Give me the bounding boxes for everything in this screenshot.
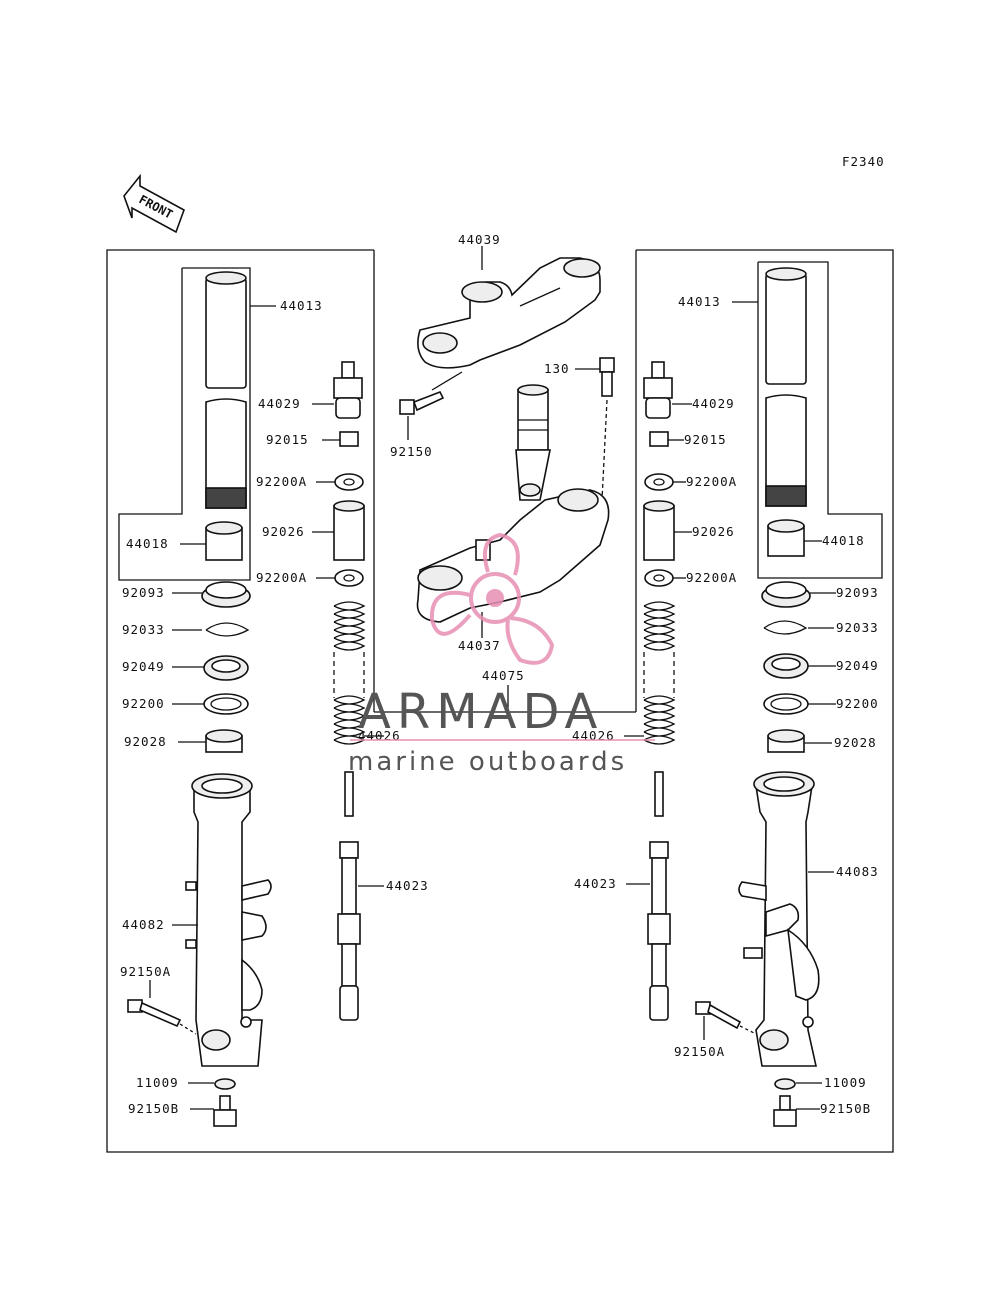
- label-right-92015: 92015: [684, 432, 727, 447]
- label-right-44013: 44013: [678, 294, 721, 309]
- label-right-44083: 44083: [836, 864, 879, 879]
- right-guide-bushing: [767, 519, 805, 557]
- left-bushing: [205, 729, 243, 753]
- label-44039: 44039: [458, 232, 501, 247]
- right-washer: [763, 693, 809, 715]
- label-left-44018: 44018: [126, 536, 169, 551]
- upper-bracket: [417, 257, 601, 369]
- label-left-92200: 92200: [122, 696, 165, 711]
- bolt-130: [599, 357, 615, 397]
- left-collar-upper: [334, 473, 364, 491]
- label-130: 130: [544, 361, 570, 376]
- stem-bracket: [416, 384, 610, 623]
- label-left-92033: 92033: [122, 622, 165, 637]
- left-spring: [333, 601, 366, 745]
- left-inner-tube-frame: [118, 267, 251, 581]
- label-left-44013: 44013: [280, 298, 323, 313]
- left-dust-seal: [201, 581, 251, 608]
- label-left-92028: 92028: [124, 734, 167, 749]
- right-oil-seal: [763, 653, 809, 679]
- label-right-92200a-upper: 92200A: [686, 474, 737, 489]
- label-left-92015: 92015: [266, 432, 309, 447]
- label-right-92150a: 92150A: [674, 1044, 725, 1059]
- label-right-92028: 92028: [834, 735, 877, 750]
- watermark-logo-icon: [429, 532, 555, 665]
- left-inner-tube: [205, 271, 247, 509]
- left-axle-bolt: [127, 999, 182, 1028]
- watermark-brand: ARMADA: [358, 684, 603, 740]
- left-guide-bushing: [205, 521, 243, 561]
- label-left-92049: 92049: [122, 659, 165, 674]
- label-left-44082: 44082: [122, 917, 165, 932]
- label-left-92150b: 92150B: [128, 1101, 179, 1116]
- right-circlip: [763, 620, 808, 635]
- right-outer-tube: [738, 771, 820, 1067]
- label-right-92026: 92026: [692, 524, 735, 539]
- label-right-92033: 92033: [836, 620, 879, 635]
- label-right-92150b: 92150B: [820, 1101, 871, 1116]
- label-92150: 92150: [390, 444, 433, 459]
- left-collar-lower: [334, 569, 364, 587]
- label-right-44029: 44029: [692, 396, 735, 411]
- label-left-11009: 11009: [136, 1075, 179, 1090]
- right-collar-upper: [644, 473, 674, 491]
- label-right-44018: 44018: [822, 533, 865, 548]
- label-left-92200a-upper: 92200A: [256, 474, 307, 489]
- label-right-44023: 44023: [574, 876, 617, 891]
- label-left-44029: 44029: [258, 396, 301, 411]
- label-44075: 44075: [482, 668, 525, 683]
- label-right-92200a-lower: 92200A: [686, 570, 737, 585]
- label-left-92150a: 92150A: [120, 964, 171, 979]
- right-inner-tube-frame: [757, 261, 883, 579]
- right-damper-cylinder: [647, 771, 671, 1021]
- label-left-92026: 92026: [262, 524, 305, 539]
- right-inner-tube: [765, 267, 807, 507]
- label-right-11009: 11009: [824, 1075, 867, 1090]
- right-gasket: [774, 1078, 796, 1090]
- left-circlip: [205, 622, 250, 637]
- label-right-92093: 92093: [836, 585, 879, 600]
- left-oil-seal: [203, 655, 249, 681]
- label-left-44023: 44023: [386, 878, 429, 893]
- right-collar-lower: [644, 569, 674, 587]
- left-gasket: [214, 1078, 236, 1090]
- left-outer-tube: [185, 773, 272, 1067]
- left-damper-cylinder: [337, 771, 361, 1021]
- right-drain-bolt: [773, 1095, 797, 1127]
- label-left-92200a-lower: 92200A: [256, 570, 307, 585]
- left-nut: [339, 431, 359, 447]
- front-arrow-icon: FRONT: [123, 173, 185, 234]
- left-washer: [203, 693, 249, 715]
- assembly-frame: [106, 249, 894, 1153]
- right-cap-bolt: [643, 361, 673, 419]
- right-axle-bolt: [695, 1001, 742, 1030]
- label-right-92049: 92049: [836, 658, 879, 673]
- left-cap-bolt: [333, 361, 363, 419]
- watermark-tagline: marine outboards: [348, 747, 627, 777]
- label-44037: 44037: [458, 638, 501, 653]
- label-left-92093: 92093: [122, 585, 165, 600]
- right-spacer: [643, 500, 675, 561]
- bolt-92150: [399, 390, 445, 415]
- right-dust-seal: [761, 581, 811, 608]
- right-nut: [649, 431, 669, 447]
- right-bushing: [767, 729, 805, 753]
- right-spring: [643, 601, 676, 745]
- figure-code: F2340: [842, 154, 885, 169]
- label-right-92200: 92200: [836, 696, 879, 711]
- left-spacer: [333, 500, 365, 561]
- left-drain-bolt: [213, 1095, 237, 1127]
